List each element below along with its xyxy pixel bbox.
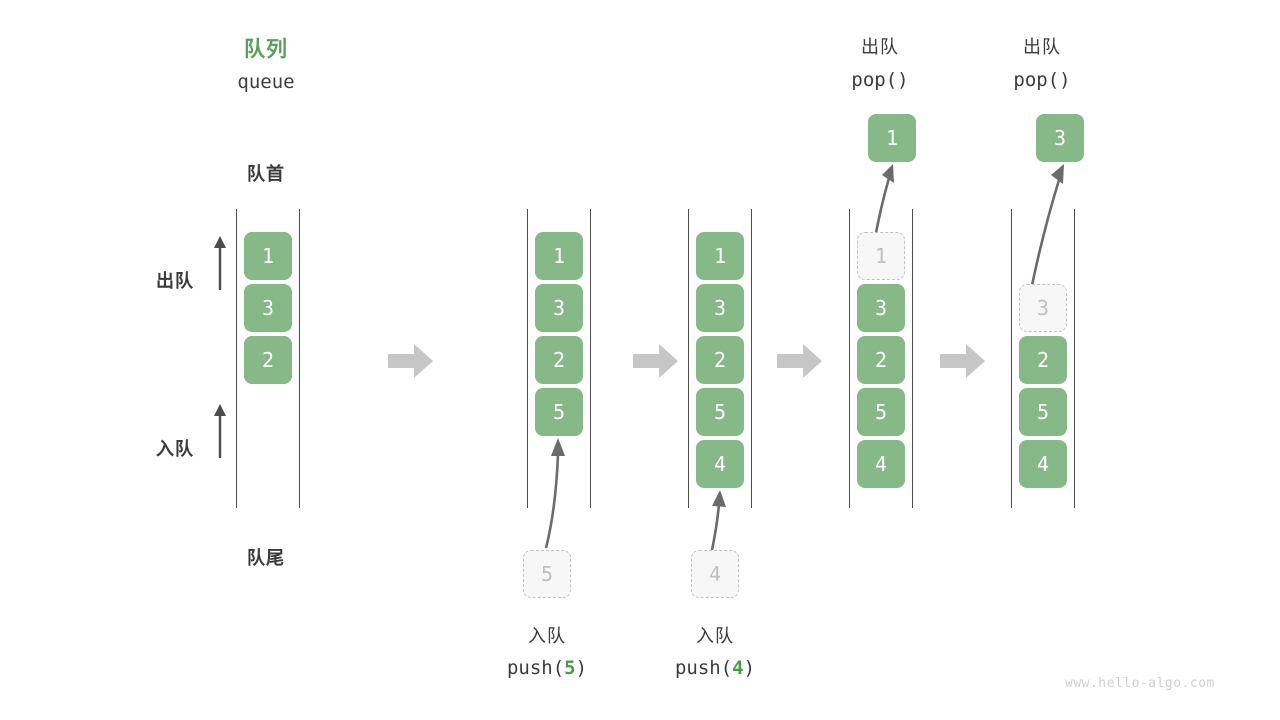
pop-arrow-icon	[1015, 162, 1085, 292]
code-prefix: push(	[674, 657, 733, 679]
step-arrow-icon	[777, 341, 823, 381]
rail-right-col1	[590, 209, 591, 508]
queue-cell: 2	[696, 336, 744, 384]
caption-pop-code: pop()	[1013, 69, 1071, 91]
label-queue-rear: 队尾	[247, 548, 285, 568]
caption-pop-code: pop()	[851, 69, 909, 91]
rail-right-col3	[912, 209, 913, 508]
queue-cell: 5	[1019, 388, 1067, 436]
popped-ghost-cell: 1	[857, 232, 905, 280]
queue-cell: 1	[244, 232, 292, 280]
push-arrow-icon	[688, 482, 748, 552]
label-enqueue: 入队	[156, 439, 194, 459]
code-arg: 5	[564, 657, 576, 679]
rail-left-col0	[236, 209, 237, 508]
watermark: www.hello-algo.com	[1065, 676, 1215, 691]
popped-ghost-cell: 3	[1019, 284, 1067, 332]
caption-pop-cn: 出队	[1023, 37, 1061, 57]
rail-left-col1	[527, 209, 528, 508]
caption-push-code: push(5)	[487, 657, 607, 679]
push-arrow-icon	[520, 430, 580, 550]
code-arg: 4	[732, 657, 744, 679]
code-suffix: )	[743, 657, 756, 679]
rail-right-col2	[751, 209, 752, 508]
queue-cell: 3	[696, 284, 744, 332]
queue-cell: 1	[535, 232, 583, 280]
dequeue-arrow-icon	[212, 235, 228, 290]
queue-cell: 2	[244, 336, 292, 384]
queue-cell: 1	[696, 232, 744, 280]
label-dequeue: 出队	[156, 271, 194, 291]
popped-cell: 3	[1036, 114, 1084, 162]
queue-cell: 5	[696, 388, 744, 436]
queue-cell: 2	[535, 336, 583, 384]
queue-cell: 3	[857, 284, 905, 332]
pop-arrow-icon	[855, 162, 915, 240]
queue-cell: 5	[857, 388, 905, 436]
page-title: 队列	[244, 38, 288, 61]
rail-right-col4	[1074, 209, 1075, 508]
enqueue-arrow-icon	[212, 403, 228, 458]
step-arrow-icon	[388, 341, 434, 381]
step-arrow-icon	[633, 341, 679, 381]
popped-cell: 1	[868, 114, 916, 162]
queue-cell: 2	[1019, 336, 1067, 384]
caption-push-cn: 入队	[696, 626, 734, 646]
incoming-ghost-cell: 5	[523, 550, 571, 598]
label-queue-front: 队首	[247, 164, 285, 184]
code-suffix: )	[575, 657, 588, 679]
caption-pop-cn: 出队	[861, 37, 899, 57]
incoming-ghost-cell: 4	[691, 550, 739, 598]
caption-push-cn: 入队	[528, 626, 566, 646]
rail-left-col2	[688, 209, 689, 508]
rail-left-col4	[1011, 209, 1012, 508]
queue-cell: 4	[1019, 440, 1067, 488]
page-subtitle: queue	[237, 71, 295, 93]
rail-right-col0	[299, 209, 300, 508]
queue-cell: 4	[857, 440, 905, 488]
caption-push-code: push(4)	[655, 657, 775, 679]
queue-cell: 3	[535, 284, 583, 332]
code-prefix: push(	[506, 657, 565, 679]
step-arrow-icon	[940, 341, 986, 381]
queue-cell: 3	[244, 284, 292, 332]
rail-left-col3	[849, 209, 850, 508]
queue-cell-new: 5	[535, 388, 583, 436]
queue-cell-new: 4	[696, 440, 744, 488]
queue-cell: 2	[857, 336, 905, 384]
